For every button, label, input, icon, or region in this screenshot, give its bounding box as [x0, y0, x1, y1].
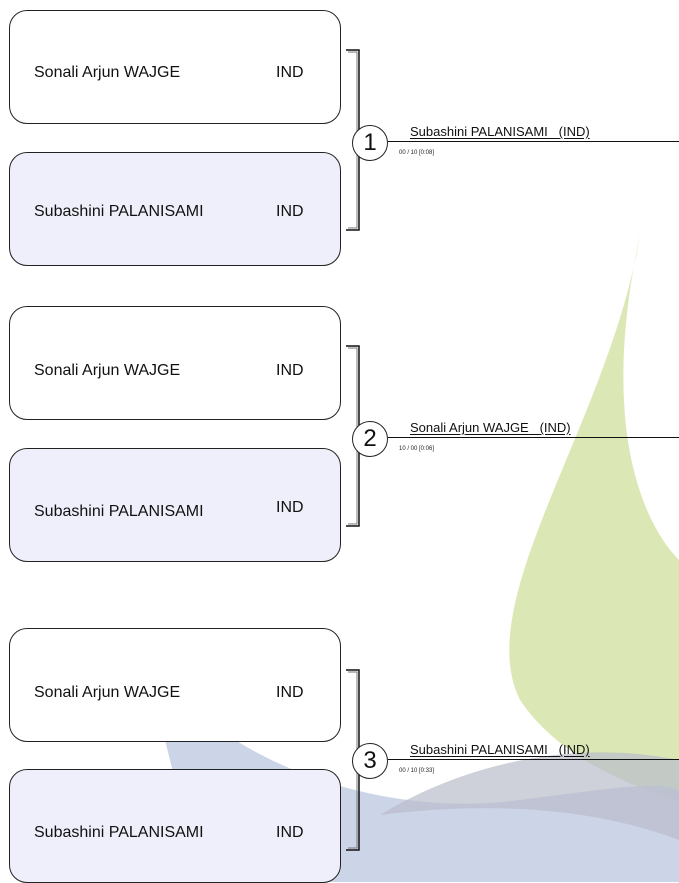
bout-number-badge: 3: [352, 743, 388, 779]
fencer-name: Subashini PALANISAMI: [34, 203, 204, 220]
winner-line: [388, 759, 679, 760]
fencer-name: Sonali Arjun WAJGE: [34, 684, 181, 701]
bout-number-badge: 1: [352, 125, 388, 161]
bout-3-bottom-fencer-box: Subashini PALANISAMI IND: [9, 769, 341, 883]
fencer-name: Subashini PALANISAMI: [34, 503, 204, 520]
watermark-green-leaf: [509, 235, 679, 800]
fencer-country: IND: [276, 684, 304, 701]
watermark-grey-swoosh: [380, 752, 679, 840]
winner-line: [388, 141, 679, 142]
fencer-country: IND: [276, 824, 304, 841]
bout-score: 00 / 10 [0:08]: [399, 150, 435, 156]
winner-name: Subashini PALANISAMI (IND): [410, 742, 590, 757]
bout-score: 00 / 10 [0:33]: [399, 768, 435, 774]
fencer-name: Sonali Arjun WAJGE: [34, 64, 181, 81]
fencer-country: IND: [276, 362, 304, 379]
bout-2-bottom-fencer-box: Subashini PALANISAMI IND: [9, 448, 341, 562]
bout-3-top-fencer-box: Sonali Arjun WAJGE IND: [9, 628, 341, 742]
bout-score: 10 / 00 [0:06]: [399, 446, 435, 452]
bout-1-top-fencer-box: Sonali Arjun WAJGE IND: [9, 10, 341, 124]
winner-name: Subashini PALANISAMI (IND): [410, 124, 590, 139]
fencer-country: IND: [276, 64, 304, 81]
fencer-name: Sonali Arjun WAJGE: [34, 362, 181, 379]
fencer-country: IND: [276, 499, 304, 516]
bout-1-bottom-fencer-box: Subashini PALANISAMI IND: [9, 152, 341, 266]
bout-2-top-fencer-box: Sonali Arjun WAJGE IND: [9, 306, 341, 420]
bout-number-badge: 2: [352, 421, 388, 457]
winner-name: Sonali Arjun WAJGE (IND): [410, 420, 571, 435]
fencer-country: IND: [276, 203, 304, 220]
winner-line: [388, 437, 679, 438]
fencer-name: Subashini PALANISAMI: [34, 824, 204, 841]
